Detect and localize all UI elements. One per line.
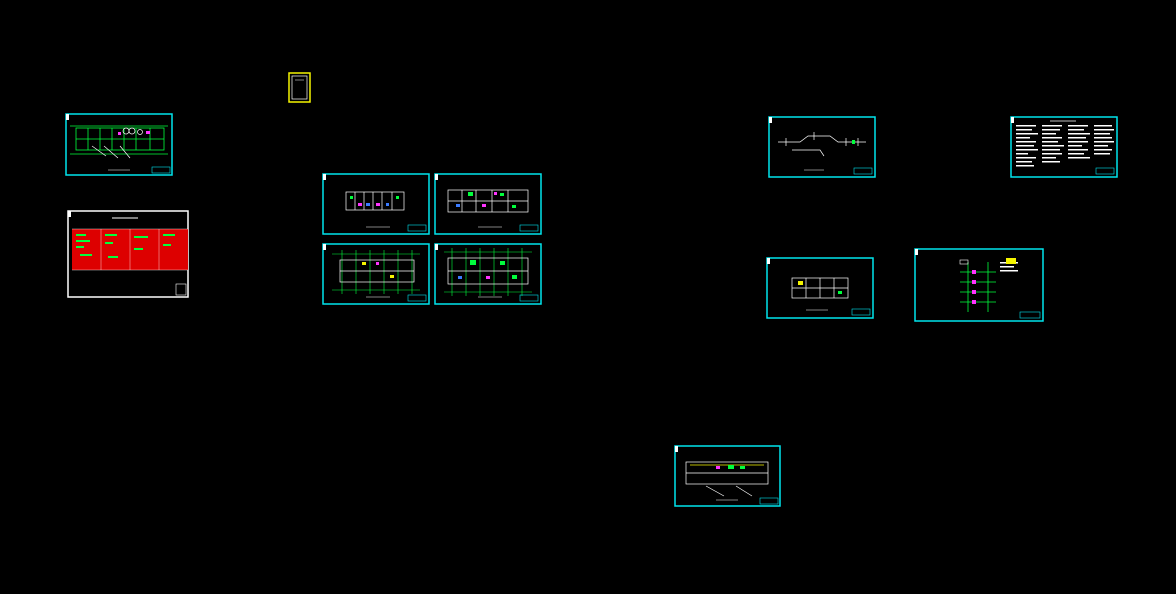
drawing-sheet-plan-3[interactable] — [322, 243, 430, 305]
drawing-sheet-notes-table-red[interactable] — [67, 210, 189, 298]
drawing-sheet-design-notes-text[interactable] — [1010, 116, 1118, 178]
drawing-sheet-first-floor-plan[interactable] — [65, 113, 173, 176]
drawing-sheet-small-floor-plan[interactable] — [766, 257, 874, 319]
drawing-sheet-plan-2[interactable] — [434, 173, 542, 235]
drawing-sheet-plan-4[interactable] — [434, 243, 542, 305]
drawing-sheet-riser-diagram[interactable] — [914, 248, 1044, 322]
drawing-sheet-pipe-diagram[interactable] — [768, 116, 876, 178]
drawing-sheet-cover-sheet[interactable] — [288, 72, 311, 103]
drawing-sheet-roof-plan[interactable] — [674, 445, 781, 507]
drawing-sheet-plan-1[interactable] — [322, 173, 430, 235]
